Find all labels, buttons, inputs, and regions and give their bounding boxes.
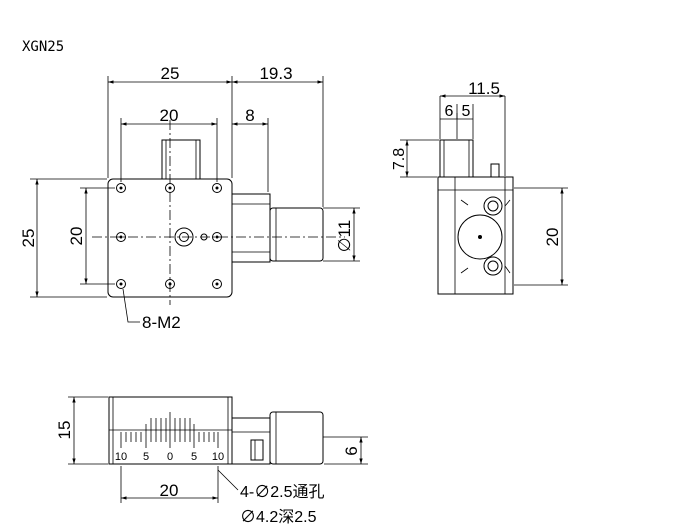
side-knob-face (457, 214, 503, 260)
dim-side-overall: 11.5 (468, 79, 500, 98)
dim-side-knob-height: 7.8 (391, 148, 408, 170)
dim-front-hole-pitch: 20 (160, 481, 179, 500)
vernier-scale-ticks (120, 412, 219, 448)
side-knob (439, 139, 474, 178)
dim-height-overall: 25 (19, 229, 38, 248)
scale-label-3: 5 (191, 451, 197, 463)
center-screw (174, 227, 194, 247)
side-view: 11.5 6 5 7.8 20 (391, 79, 568, 295)
dim-side-small-a: 6 (445, 103, 454, 120)
hole-callout-leader (122, 288, 140, 323)
dim-knob-offset: 8 (245, 106, 254, 125)
dim-side-height: 20 (543, 228, 562, 247)
hole-note-1: 4-∅2.5通孔 (240, 483, 324, 501)
scale-label-1: 5 (143, 451, 149, 463)
dim-micrometer: 19.3 (259, 64, 292, 83)
micrometer-knob (269, 207, 324, 262)
front-view: 10 5 0 5 10 15 6 20 4-∅2.5通孔 ∅4.2深2.5 (55, 396, 368, 526)
dim-hole-pitch-y: 20 (67, 227, 86, 246)
top-view: 25 19.3 20 8 25 20 ∅11 8-M2 (19, 64, 360, 332)
dim-front-height: 15 (55, 421, 74, 440)
top-knob (161, 139, 201, 180)
dim-knob-diameter: ∅11 (335, 220, 354, 252)
scale-label-4: 10 (212, 451, 224, 463)
dim-hole-pitch-x: 20 (160, 106, 179, 125)
hole-callout: 8-M2 (142, 313, 181, 332)
scale-label-2: 0 (167, 451, 173, 463)
side-body-outline (437, 176, 514, 295)
dim-side-small-b: 5 (462, 103, 471, 120)
hole-note-2: ∅4.2深2.5 (240, 508, 317, 526)
dim-width-overall: 25 (161, 64, 180, 83)
front-micrometer-knob (269, 411, 324, 465)
dim-front-knob-center: 6 (342, 446, 361, 455)
mounting-holes (116, 183, 222, 289)
model-label: XGN25 (22, 39, 64, 55)
scale-label-0: 10 (115, 451, 127, 463)
